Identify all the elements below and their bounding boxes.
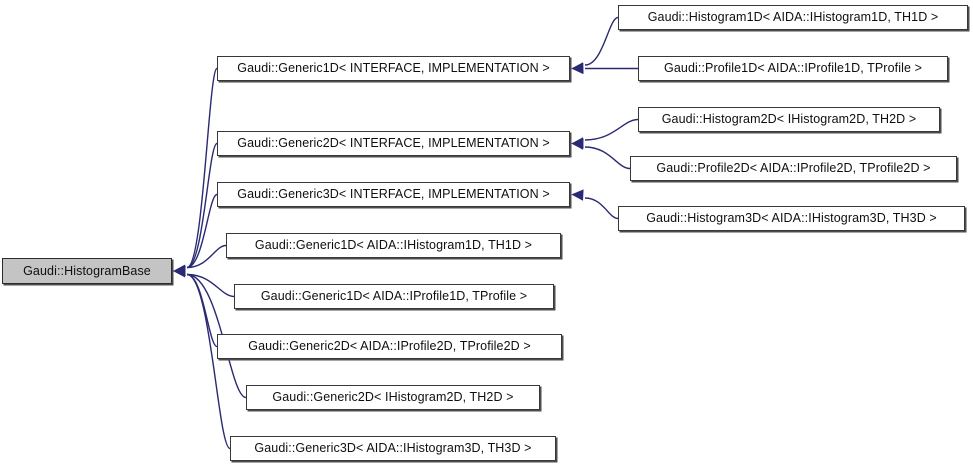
class-node-histogram3d[interactable]: Gaudi::Histogram3D< AIDA::IHistogram3D, … [618,206,965,231]
class-node-generic1d-hist1d[interactable]: Gaudi::Generic1D< AIDA::IHistogram1D, TH… [226,233,561,258]
inheritance-edge [584,16,619,66]
class-node-label: Gaudi::Generic2D< AIDA::IProfile2D, TPro… [248,339,531,354]
class-node-generic1d-prof1d[interactable]: Gaudi::Generic1D< AIDA::IProfile1D, TPro… [234,284,554,309]
inheritance-edge [186,193,218,269]
inheritance-edge [186,273,231,450]
class-node-label: Gaudi::Generic2D< INTERFACE, IMPLEMENTAT… [237,136,550,151]
class-node-generic3d-tmpl[interactable]: Gaudi::Generic3D< INTERFACE, IMPLEMENTAT… [217,182,570,207]
class-node-histogrambase: Gaudi::HistogramBase [2,258,172,284]
class-node-profile2d[interactable]: Gaudi::Profile2D< AIDA::IProfile2D, TPro… [630,156,957,181]
class-node-label: Gaudi::Generic2D< IHistogram2D, TH2D > [272,390,514,405]
class-node-label: Gaudi::Generic1D< AIDA::IHistogram1D, TH… [254,238,533,253]
class-node-label: Gaudi::Histogram2D< IHistogram2D, TH2D > [661,112,917,127]
class-node-label: Gaudi::Generic1D< INTERFACE, IMPLEMENTAT… [237,61,550,76]
inheritance-edge [584,197,619,220]
class-node-generic2d-hist2d[interactable]: Gaudi::Generic2D< IHistogram2D, TH2D > [246,385,540,410]
inheritance-edge [186,67,218,269]
inheritance-edge [584,146,631,170]
class-node-generic2d-prof2d[interactable]: Gaudi::Generic2D< AIDA::IProfile2D, TPro… [217,334,562,359]
inheritance-edge [186,142,218,269]
class-node-histogram1d[interactable]: Gaudi::Histogram1D< AIDA::IHistogram1D, … [618,5,968,30]
class-node-generic3d-hist3d[interactable]: Gaudi::Generic3D< AIDA::IHistogram3D, TH… [230,436,556,461]
inheritance-arrowhead [571,62,584,75]
inheritance-arrowhead [173,265,186,278]
class-node-label: Gaudi::Histogram1D< AIDA::IHistogram1D, … [647,10,939,25]
class-node-label: Gaudi::Generic3D< AIDA::IHistogram3D, TH… [254,441,532,456]
class-node-label: Gaudi::Generic1D< AIDA::IProfile1D, TPro… [260,289,528,304]
class-node-label: Gaudi::Histogram3D< AIDA::IHistogram3D, … [646,211,937,226]
class-node-label: Gaudi::Profile2D< AIDA::IProfile2D, TPro… [656,161,931,176]
inheritance-arrowhead [571,138,584,150]
class-node-label: Gaudi::Profile1D< AIDA::IProfile1D, TPro… [664,61,922,76]
class-node-histogram2d[interactable]: Gaudi::Histogram2D< IHistogram2D, TH2D > [638,107,940,132]
class-node-generic1d-tmpl[interactable]: Gaudi::Generic1D< INTERFACE, IMPLEMENTAT… [217,56,570,81]
class-node-label: Gaudi::HistogramBase [23,263,151,278]
inheritance-edge [584,118,639,141]
inheritance-edge [186,244,227,269]
class-node-generic2d-tmpl[interactable]: Gaudi::Generic2D< INTERFACE, IMPLEMENTAT… [217,131,570,156]
class-node-profile1d[interactable]: Gaudi::Profile1D< AIDA::IProfile1D, TPro… [638,56,948,81]
class-node-label: Gaudi::Generic3D< INTERFACE, IMPLEMENTAT… [237,187,550,202]
inheritance-arrowhead [571,189,584,201]
inheritance-edge [186,273,235,298]
